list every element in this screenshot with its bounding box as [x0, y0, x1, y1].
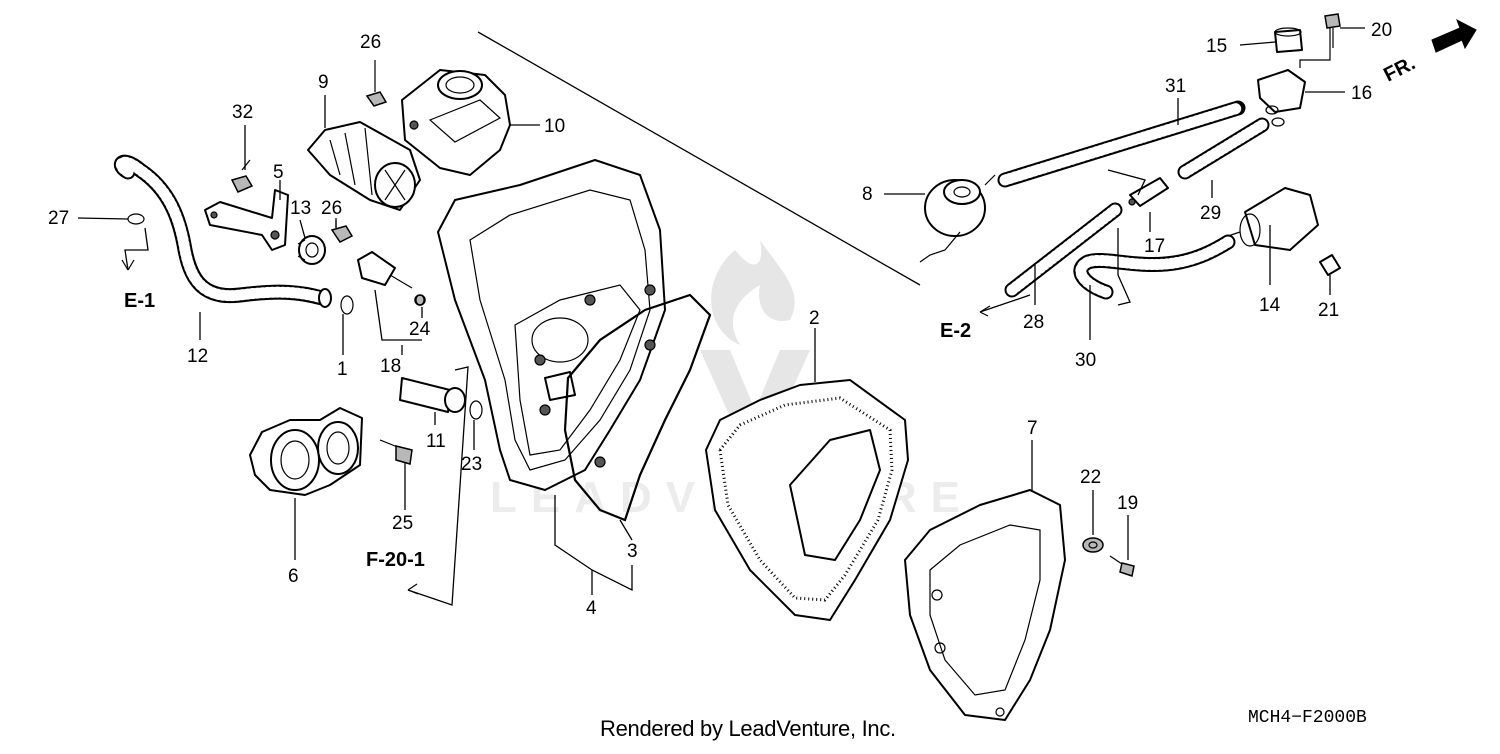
callout-14: 14 [1259, 295, 1281, 316]
part-32-bolt [230, 159, 254, 193]
part-20-bolt [1324, 13, 1341, 48]
ref-label-f-20-1: F-20-1 [366, 549, 425, 571]
callout-29: 29 [1200, 203, 1221, 224]
callout-4: 4 [586, 598, 597, 619]
part-28-hose [1004, 202, 1123, 298]
part-5-bracket [204, 189, 289, 251]
callout-3: 3 [627, 541, 638, 562]
callout-23: 23 [461, 454, 482, 475]
part-15-cap [1274, 27, 1303, 53]
part-3-seal [563, 293, 712, 522]
front-direction-arrow-icon [1431, 18, 1477, 53]
callout-12: 12 [187, 346, 208, 367]
part-30-hose [1073, 234, 1236, 300]
callout-31: 31 [1165, 76, 1186, 97]
ref-label-e-2: E-2 [940, 320, 971, 342]
callout-15: 15 [1206, 36, 1227, 57]
part-13-grommet [297, 235, 326, 265]
part-6-manifold [249, 407, 363, 496]
part-24-nut [415, 294, 425, 306]
leader-lines [77, 27, 1365, 606]
part-26-screw-upper [365, 60, 388, 107]
callout-20: 20 [1371, 20, 1392, 41]
callout-6: 6 [288, 566, 299, 587]
callout-9: 9 [318, 72, 329, 93]
callout-7: 7 [1027, 418, 1038, 439]
callout-2: 2 [809, 308, 820, 329]
part-10-intake-duct [401, 69, 511, 176]
part-29-hose [1177, 117, 1270, 180]
callout-26-lower: 26 [321, 198, 342, 219]
part-31-hose [997, 100, 1246, 188]
ref-label-e-1: E-1 [124, 290, 155, 312]
part-23-oring [469, 400, 483, 420]
callout-17: 17 [1144, 236, 1165, 257]
part-9-joint [307, 121, 421, 211]
part-19-bolt [1109, 555, 1135, 577]
part-1-clip [340, 295, 354, 315]
callout-22: 22 [1080, 467, 1101, 488]
callout-24: 24 [409, 319, 431, 340]
diagram-code: MCH4−F2000B [1248, 708, 1367, 728]
part-27-clip [127, 213, 145, 225]
callout-19: 19 [1117, 493, 1138, 514]
callout-21: 21 [1318, 300, 1339, 321]
part-26-screw-lower [330, 218, 354, 243]
part-22-washer [1082, 537, 1104, 553]
callout-10: 10 [544, 116, 565, 137]
callout-16: 16 [1351, 83, 1372, 104]
callout-13: 13 [290, 198, 311, 219]
callout-8: 8 [862, 184, 873, 205]
part-21-clip [1319, 254, 1341, 276]
part-11-plate [399, 377, 466, 413]
part-7-cover [904, 489, 1066, 721]
callout-1: 1 [337, 359, 348, 380]
callout-27: 27 [48, 208, 69, 229]
part-8-valve [919, 174, 996, 263]
footer-credit: Rendered by LeadVenture, Inc. [600, 716, 896, 741]
part-16-valve-body [1257, 28, 1331, 127]
callout-5: 5 [273, 162, 284, 183]
part-4-air-cleaner-case [437, 159, 666, 491]
front-direction-label: FR. [1380, 52, 1419, 86]
callout-32: 32 [232, 102, 253, 123]
callout-26-upper: 26 [360, 32, 381, 53]
callout-30: 30 [1075, 350, 1096, 371]
part-25-bolt [379, 439, 413, 465]
part-17-connector [1128, 177, 1169, 207]
callout-18: 18 [380, 356, 401, 377]
callout-25: 25 [392, 513, 413, 534]
callout-11: 11 [426, 431, 446, 452]
part-12-hose [113, 154, 332, 308]
watermark-logo [700, 240, 810, 450]
callout-28: 28 [1023, 312, 1044, 333]
part-18-sensor [357, 251, 426, 306]
part-14-fuel-filter [1227, 187, 1319, 251]
part-2-filter-element [705, 379, 909, 621]
